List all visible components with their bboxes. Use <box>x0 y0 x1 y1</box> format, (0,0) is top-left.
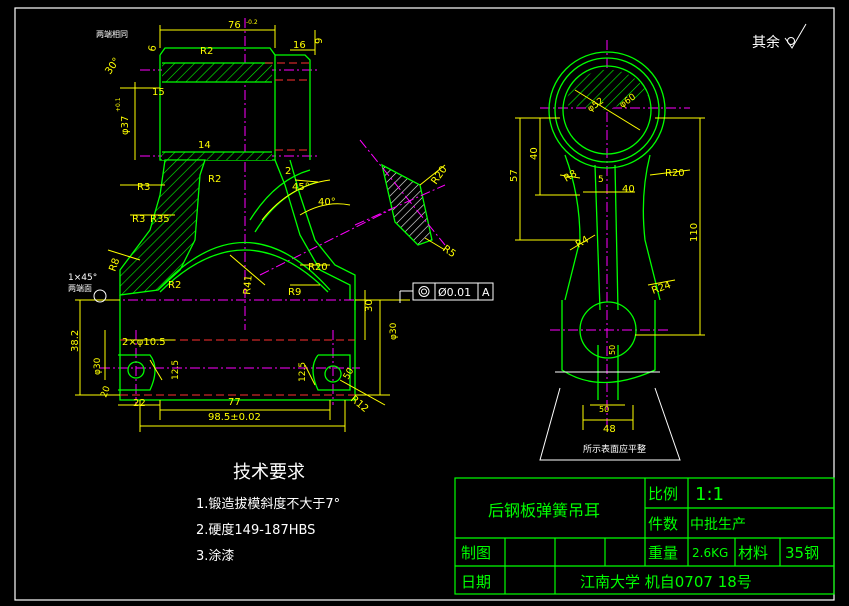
dim-2: 2 <box>285 166 291 177</box>
dim-r2-low: R2 <box>168 280 181 291</box>
side-view: φ52 φ60 57 40 R8 5 40 R20 R4 110 R24 50 … <box>509 40 705 461</box>
dim-22: 22 <box>133 398 146 409</box>
scale-value: 1:1 <box>695 484 724 505</box>
dim-phi30-right: φ30 <box>389 322 399 340</box>
geometric-tolerance-frame: Ø0.01 A <box>399 282 494 303</box>
part-name: 后钢板弹簧吊耳 <box>488 501 600 520</box>
qty-value: 中批生产 <box>690 517 746 533</box>
datum-ref: A <box>482 286 490 299</box>
dim-14: 14 <box>198 140 211 151</box>
dim-38-2: 38.2 <box>70 330 81 352</box>
side-dim-r24: R24 <box>650 280 672 297</box>
dim-16: 16 <box>293 40 306 51</box>
dim-r2-top: R2 <box>200 46 213 57</box>
side-dim-5: 5 <box>598 175 604 185</box>
dim-r3-left: R3 <box>132 214 145 225</box>
surface-roughness-mark: 其余 <box>752 23 807 51</box>
dim-12-5-right: 12.5 <box>298 362 308 382</box>
dim-12-5: 12.5 <box>171 360 181 380</box>
notes-heading: 技术要求 <box>233 462 305 483</box>
note-both-ends: 两端面 <box>68 283 92 293</box>
school-info: 江南大学 机自0707 18号 <box>580 573 752 591</box>
side-dim-48: 48 <box>603 424 616 435</box>
qty-label: 件数 <box>648 515 678 533</box>
dim-r3: R3 <box>137 182 150 193</box>
front-view: Ø0.01 A 76 -0.2 16 9 R2 6 30° 15 φ37 +0.… <box>68 18 494 432</box>
dim-holes: 2×φ10.5 <box>122 337 166 348</box>
side-dim-50b: 50 <box>599 405 609 414</box>
material-label: 材料 <box>738 544 768 562</box>
section-r5: R5 <box>440 243 457 260</box>
dim-phi37: φ37 <box>120 116 131 135</box>
side-dim-50: 50 <box>608 345 617 355</box>
section-r20: R20 <box>429 164 449 186</box>
note-item-1: 1.锻造拔模斜度不大于7° <box>196 496 340 512</box>
base-flat-note: 所示表面应平整 <box>583 443 646 455</box>
dim-r35: R35 <box>150 214 170 225</box>
title-block: 后钢板弹簧吊耳 比例 1:1 件数 中批生产 制图 日期 重量 2.6KG 材料… <box>454 477 835 595</box>
dim-98-5: 98.5±0.02 <box>208 412 261 423</box>
dim-r20: R20 <box>308 262 328 273</box>
scale-label: 比例 <box>648 485 678 503</box>
dim-9: 9 <box>314 38 325 44</box>
dim-40deg: 40° <box>318 197 336 208</box>
date-label: 日期 <box>461 573 491 591</box>
dim-r2-mid: R2 <box>208 174 221 185</box>
weight-value: 2.6KG <box>692 546 728 560</box>
dim-77: 77 <box>228 397 241 408</box>
dim-50-small: 50 <box>342 366 357 381</box>
dim-45deg: 45° <box>292 182 310 193</box>
tolerance-value: Ø0.01 <box>438 286 471 299</box>
dim-15: 15 <box>152 87 165 98</box>
dim-top-width-tol: -0.2 <box>246 19 258 26</box>
dim-30deg: 30° <box>103 56 122 77</box>
dim-top-width: 76 <box>228 20 241 31</box>
side-dim-40h: 40 <box>622 184 635 195</box>
weight-label: 重量 <box>648 544 678 562</box>
note-both-sides: 两端相同 <box>96 29 128 39</box>
drawing-border <box>14 7 835 601</box>
side-dim-r4: R4 <box>574 234 591 250</box>
dim-30: 30 <box>364 299 375 312</box>
side-dim-r20: R20 <box>665 168 685 179</box>
side-dim-57: 57 <box>509 169 520 182</box>
dim-phi30-left: φ30 <box>93 357 103 375</box>
surface-mark-label: 其余 <box>752 34 780 51</box>
material-value: 35钢 <box>785 544 819 562</box>
drawn-label: 制图 <box>461 544 491 562</box>
note-item-3: 3.涂漆 <box>196 548 234 564</box>
note-chamfer: 1×45° <box>68 273 97 283</box>
side-dim-110: 110 <box>689 223 700 242</box>
dim-r12: R12 <box>348 394 370 415</box>
note-item-2: 2.硬度149-187HBS <box>196 522 315 538</box>
dim-20: 20 <box>99 385 112 399</box>
dim-phi37-tol: +0.1 <box>115 97 122 112</box>
dim-r8: R8 <box>107 257 122 273</box>
side-dim-40: 40 <box>529 147 540 160</box>
dim-6: 6 <box>147 44 159 52</box>
technical-requirements: 技术要求 1.锻造拔模斜度不大于7° 2.硬度149-187HBS 3.涂漆 <box>196 462 340 564</box>
removed-section: R20 R5 <box>354 139 457 260</box>
dim-r41: R41 <box>242 275 255 296</box>
side-dim-r8: R8 <box>562 168 579 184</box>
dim-r9: R9 <box>288 287 301 298</box>
